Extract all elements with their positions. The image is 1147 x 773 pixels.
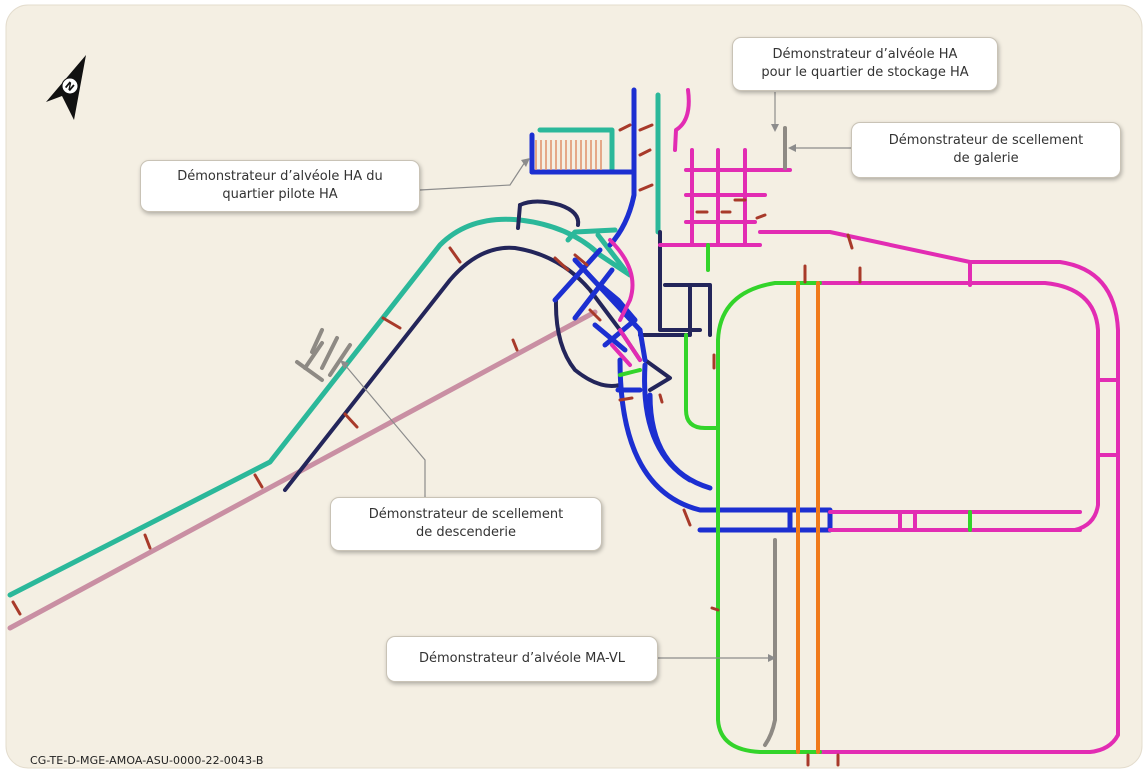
- document-reference-code: CG-TE-D-MGE-AMOA-ASU-0000-22-0043-B: [30, 754, 264, 767]
- callout-scellement-galerie-line1: Démonstrateur de scellement: [888, 133, 1084, 148]
- ma-vl-alveoles: [796, 281, 820, 754]
- callout-scellement-descenderie-line1: Démonstrateur de scellement: [368, 507, 564, 522]
- callout-ha-pilote: Démonstrateur d’alvéole HA du quartier p…: [140, 160, 420, 212]
- north-arrow-icon: N: [46, 55, 86, 120]
- callout-scellement-galerie: Démonstrateur de scellement de galerie: [851, 122, 1121, 178]
- callout-ha-pilote-line2: quartier pilote HA: [222, 187, 338, 202]
- blue-gallery: [529, 87, 833, 533]
- green-gallery: [618, 243, 972, 754]
- navy-gallery: [283, 199, 712, 492]
- callout-scellement-galerie-line2: de galerie: [953, 151, 1019, 166]
- callout-ma-vl: Démonstrateur d’alvéole MA-VL: [386, 636, 658, 682]
- callout-scellement-descenderie-line2: de descenderie: [415, 525, 516, 540]
- callout-ha-stockage-line1: Démonstrateur d’alvéole HA: [772, 47, 958, 62]
- magenta-gallery: [608, 88, 1120, 754]
- callout-leaders: [344, 92, 852, 659]
- callout-arrowheads: [340, 124, 796, 662]
- ha-pilote-alveoles: [535, 140, 602, 170]
- seal-marks: [11, 123, 862, 767]
- callout-ma-vl-label: Démonstrateur d’alvéole MA-VL: [418, 651, 626, 666]
- callout-ha-pilote-line1: Démonstrateur d’alvéole HA du: [177, 169, 383, 184]
- callout-scellement-descenderie: Démonstrateur de scellement de descender…: [330, 497, 602, 551]
- callout-ha-stockage: Démonstrateur d’alvéole HA pour le quart…: [732, 37, 998, 91]
- callout-ha-stockage-line2: pour le quartier de stockage HA: [761, 65, 969, 80]
